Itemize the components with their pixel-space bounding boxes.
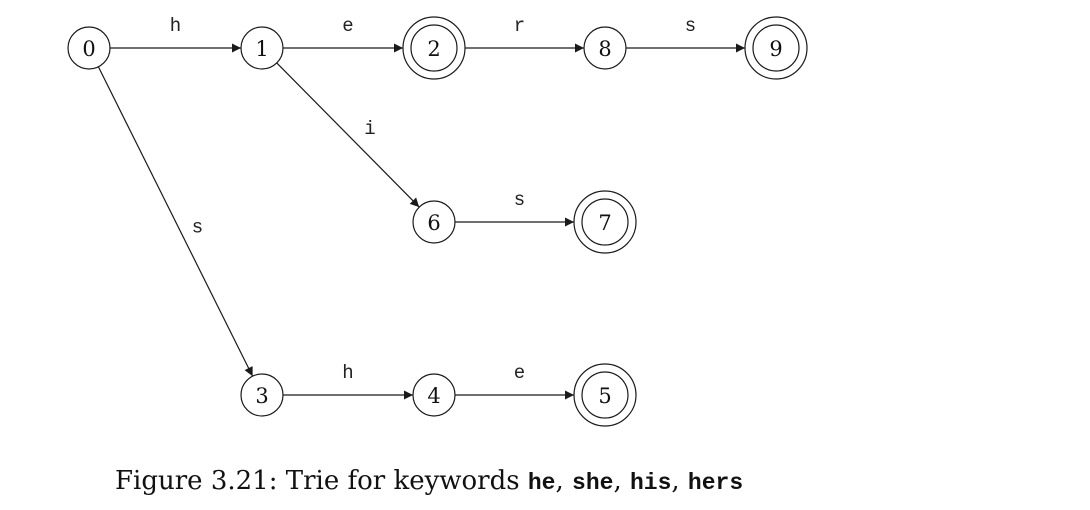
- caption-keyword: hers: [687, 470, 744, 496]
- edge-0-3: [97, 66, 254, 377]
- state-inner-ring: [410, 24, 458, 72]
- edge-label-6-7: s: [514, 189, 525, 211]
- state-label: 0: [82, 37, 95, 61]
- state-inner-ring: [581, 371, 629, 419]
- state-ring: [583, 26, 627, 70]
- state-4: 4: [412, 373, 456, 417]
- state-0: 0: [67, 26, 111, 70]
- state-ring: [67, 26, 111, 70]
- state-label: 8: [598, 37, 611, 61]
- state-label: 5: [598, 384, 611, 408]
- caption-separator: ,: [613, 466, 630, 496]
- figure-caption: Figure 3.21: Trie for keywords he, she, …: [115, 466, 743, 496]
- edge-label-2-8: r: [514, 15, 525, 37]
- caption-keyword: his: [629, 470, 672, 496]
- state-8: 8: [583, 26, 627, 70]
- edge-1-6: [276, 62, 420, 208]
- edge-label-1-2: e: [342, 15, 353, 37]
- state-1: 1: [240, 26, 284, 70]
- state-ring: [240, 26, 284, 70]
- state-inner-ring: [581, 198, 629, 246]
- state-label: 1: [255, 37, 268, 61]
- edge-label-0-1: h: [170, 15, 181, 37]
- state-6: 6: [412, 200, 456, 244]
- caption-keyword: she: [572, 470, 614, 496]
- state-ring: [240, 373, 284, 417]
- state-3: 3: [240, 373, 284, 417]
- edge-label-3-4: h: [342, 362, 353, 384]
- edge-label-8-9: s: [685, 15, 696, 37]
- state-7-accepting: 7: [573, 190, 637, 254]
- state-2-accepting: 2: [402, 16, 466, 80]
- state-ring: [412, 373, 456, 417]
- state-label: 6: [427, 211, 440, 235]
- caption-prefix: Figure 3.21: Trie for keywords: [115, 466, 528, 496]
- state-label: 3: [255, 384, 268, 408]
- caption-keyword: he: [527, 470, 556, 496]
- edge-label-0-3: s: [192, 217, 203, 239]
- edge-label-1-6: i: [364, 118, 375, 140]
- state-label: 9: [769, 37, 782, 61]
- caption-separator: ,: [671, 466, 688, 496]
- edge-label-4-5: e: [514, 362, 525, 384]
- state-label: 7: [598, 211, 611, 235]
- state-label: 4: [427, 384, 440, 408]
- caption-separator: ,: [555, 466, 573, 496]
- trie-diagram: h e r s i s s h e 0 1 2 8 9 6 7 3 4 5: [67, 15, 808, 427]
- state-9-accepting: 9: [744, 16, 808, 80]
- state-ring: [412, 200, 456, 244]
- state-inner-ring: [752, 24, 800, 72]
- state-5-accepting: 5: [573, 363, 637, 427]
- state-label: 2: [427, 37, 440, 61]
